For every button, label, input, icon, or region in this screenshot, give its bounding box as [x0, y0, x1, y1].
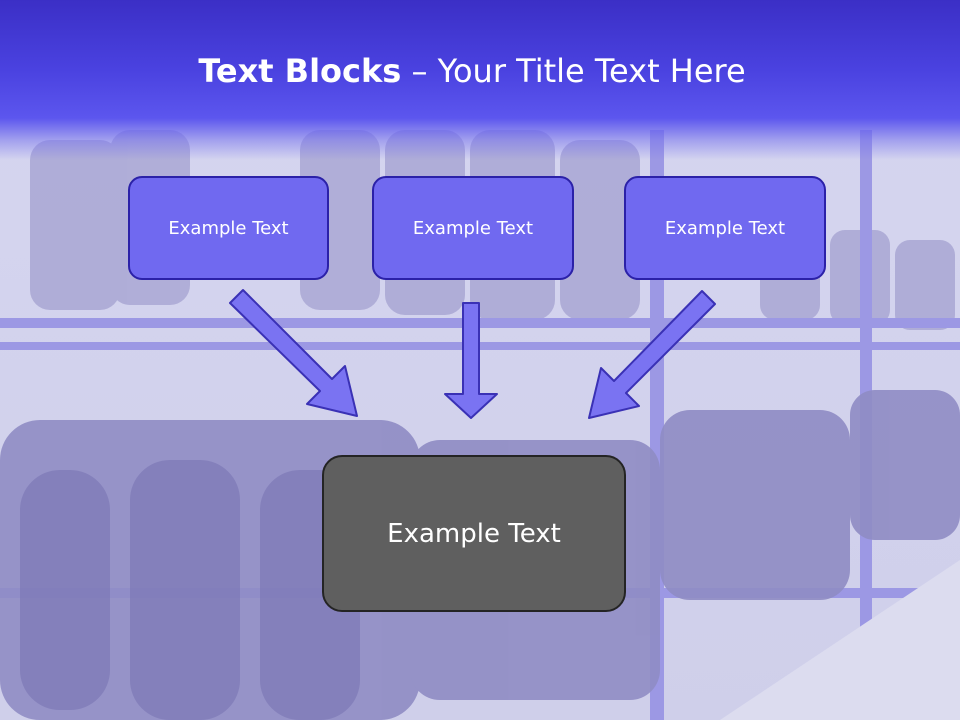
slide-title-dash: – [401, 52, 438, 90]
result-text-block[interactable]: Example Text [322, 455, 626, 612]
result-text-label: Example Text [387, 518, 561, 549]
slide-title-bold: Text Blocks [198, 52, 402, 90]
slide-title: Text Blocks – Your Title Text Here [0, 52, 944, 90]
slide-title-rest: Your Title Text Here [437, 52, 746, 90]
text-block-label: Example Text [412, 217, 534, 239]
title-band [0, 0, 960, 160]
text-block-label: Example Text [168, 217, 289, 239]
text-block-2[interactable]: Example Text [372, 176, 574, 280]
text-block-1[interactable]: Example Text [128, 176, 329, 280]
text-block-label: Example Text [664, 217, 786, 239]
text-block-3[interactable]: Example Text [624, 176, 826, 280]
